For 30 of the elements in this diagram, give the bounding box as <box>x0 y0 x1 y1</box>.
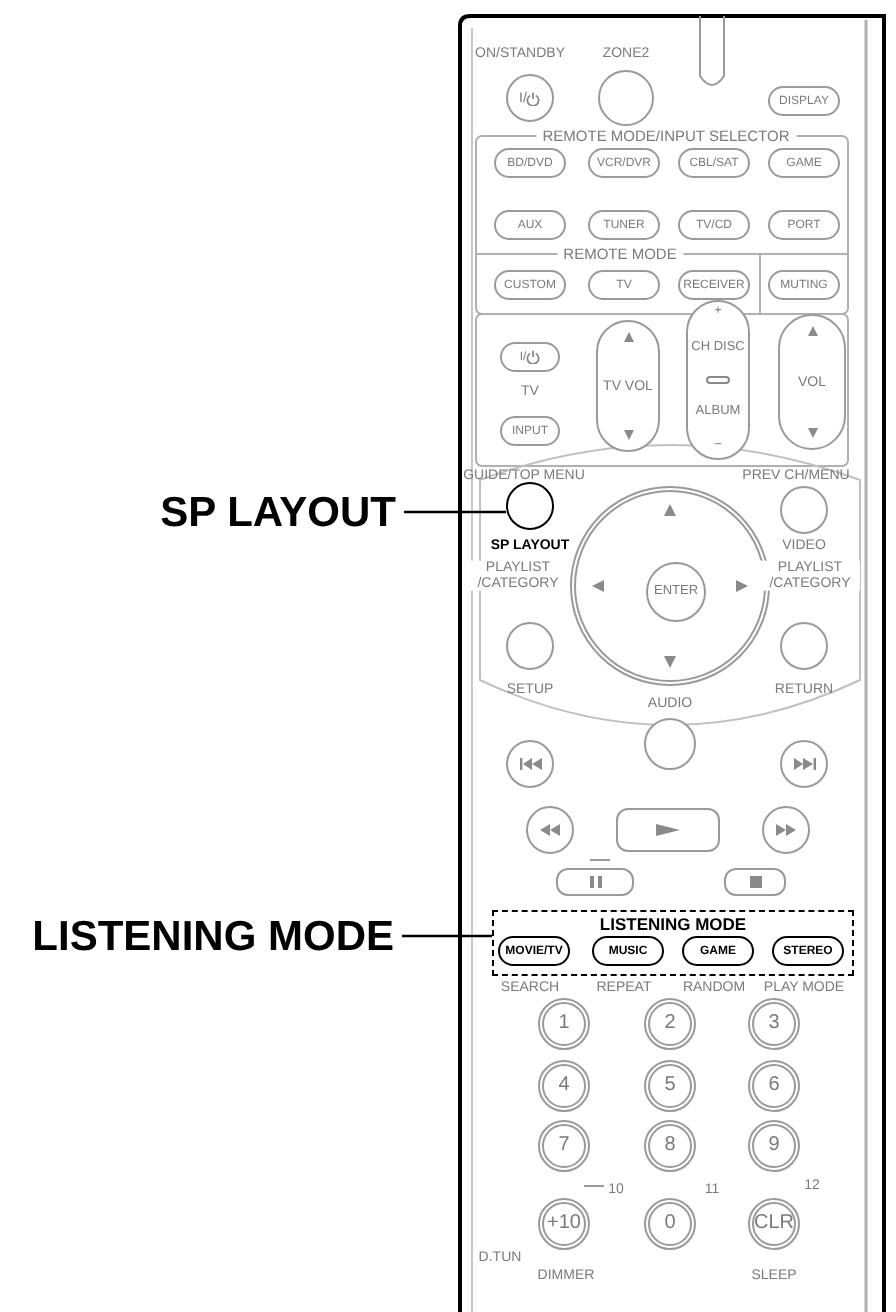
round-button <box>644 718 696 770</box>
number-button: 3 <box>748 998 800 1050</box>
number-button: 2 <box>644 998 696 1050</box>
round-button <box>780 740 828 788</box>
number-button: CLR <box>748 1198 800 1250</box>
number-button: 6 <box>748 1060 800 1112</box>
number-button: 7 <box>538 1120 590 1172</box>
number-button: 4 <box>538 1060 590 1112</box>
remote-button <box>724 868 786 896</box>
leader-line <box>402 934 492 938</box>
remote-button <box>556 868 634 896</box>
round-button <box>762 806 810 854</box>
number-button: 8 <box>644 1120 696 1172</box>
leader-line <box>404 510 506 514</box>
dashed-highlight-box <box>492 910 854 976</box>
round-button <box>780 622 828 670</box>
round-button <box>598 70 654 126</box>
callout-label: SP LAYOUT <box>140 486 396 538</box>
number-button: 9 <box>748 1120 800 1172</box>
sp-layout-button <box>506 482 554 530</box>
number-button: 0 <box>644 1198 696 1250</box>
number-button: 5 <box>644 1060 696 1112</box>
remote-button <box>616 808 720 852</box>
callout-label: LISTENING MODE <box>0 912 394 960</box>
round-button <box>506 622 554 670</box>
round-button <box>506 740 554 788</box>
number-button: +10 <box>538 1198 590 1250</box>
round-button <box>526 806 574 854</box>
round-button <box>780 486 828 534</box>
number-button: 1 <box>538 998 590 1050</box>
